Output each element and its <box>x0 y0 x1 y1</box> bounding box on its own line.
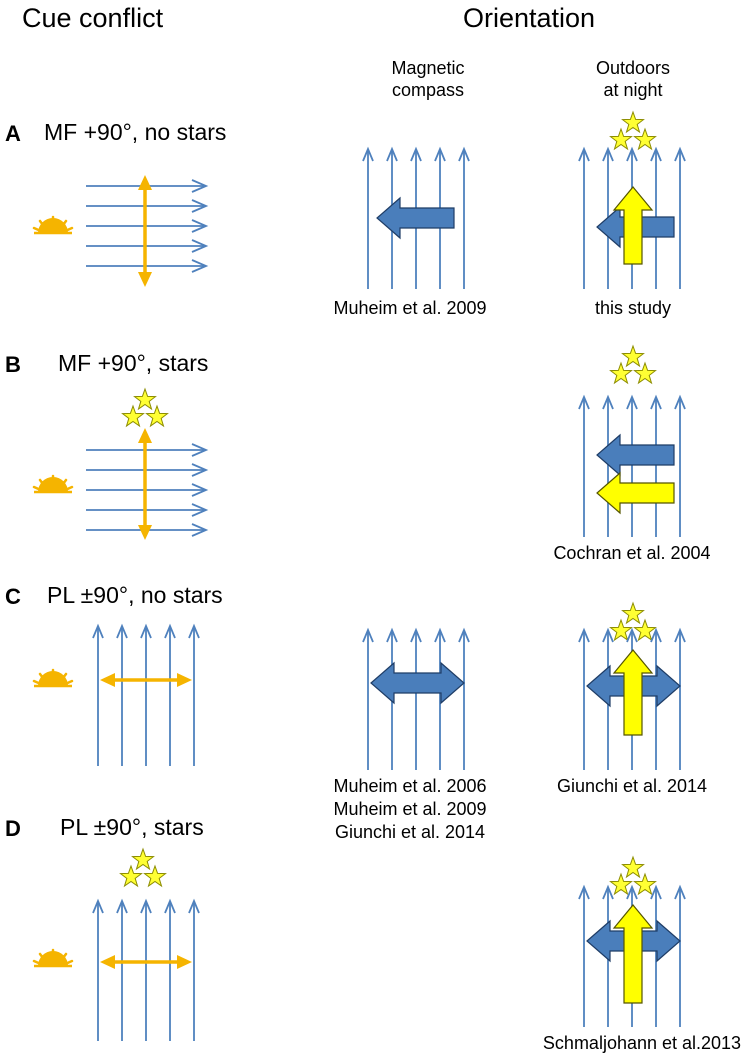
star-cluster-icon <box>611 346 656 383</box>
magnetic-orientation-arrow <box>376 196 455 240</box>
citation-c-magnetic: Muheim et al. 2006 Muheim et al. 2009 Gi… <box>333 776 487 842</box>
sun-icon <box>32 474 74 494</box>
star-orientation-arrow <box>596 471 675 515</box>
citation-c-outdoor: Giunchi et al. 2014 <box>556 776 708 796</box>
row-letter-d: D <box>5 816 21 841</box>
citation-a-outdoor: this study <box>594 298 672 318</box>
row-a-outdoor-diagram <box>579 112 685 289</box>
polarized-light-axis <box>136 173 154 289</box>
row-a-magnetic-diagram <box>363 149 469 289</box>
row-d-cue-diagram <box>32 849 199 1041</box>
condition-d: PL ±90°, stars <box>60 814 204 840</box>
magnetic-orientation-arrow <box>596 433 675 477</box>
sun-icon <box>32 668 74 688</box>
row-b-outdoor-diagram <box>579 346 685 537</box>
star-orientation-arrow <box>612 186 654 265</box>
row-a-cue-diagram <box>32 173 206 289</box>
citation-a-magnetic: Muheim et al. 2009 <box>333 298 487 318</box>
magnetic-field-lines <box>93 901 199 1041</box>
header-orientation: Orientation <box>463 3 596 33</box>
header-magnetic-compass: Magnetic compass <box>391 58 465 100</box>
row-letter-a: A <box>5 121 21 146</box>
row-c-magnetic-diagram <box>363 630 469 770</box>
star-orientation-arrow <box>612 649 654 736</box>
star-cluster-icon <box>121 849 166 886</box>
magnetic-field-lines <box>93 626 199 766</box>
row-b-cue-diagram <box>32 389 206 542</box>
citation-b-outdoor: Cochran et al. 2004 <box>553 543 711 563</box>
row-d-outdoor-diagram <box>579 857 685 1027</box>
row-letter-b: B <box>5 352 21 377</box>
header-outdoors-at-night: Outdoors at night <box>595 58 671 100</box>
star-cluster-icon <box>611 112 656 149</box>
sun-icon <box>32 215 74 235</box>
condition-a: MF +90°, no stars <box>44 119 227 145</box>
star-orientation-arrow <box>612 904 654 1004</box>
condition-b: MF +90°, stars <box>58 350 209 376</box>
magnetic-field-lines <box>579 397 685 537</box>
condition-c: PL ±90°, no stars <box>47 582 223 608</box>
polarized-light-axis <box>136 426 154 542</box>
star-cluster-icon <box>123 389 168 426</box>
header-cue-conflict: Cue conflict <box>22 3 164 33</box>
citation-d-outdoor: Schmaljohann et al.2013 <box>542 1033 742 1053</box>
row-letter-c: C <box>5 584 21 609</box>
sun-icon <box>32 948 74 968</box>
row-c-cue-diagram <box>32 626 199 766</box>
row-c-outdoor-diagram <box>579 603 685 770</box>
magnetic-orientation-arrow <box>370 661 465 705</box>
magnetic-field-lines <box>363 630 469 770</box>
